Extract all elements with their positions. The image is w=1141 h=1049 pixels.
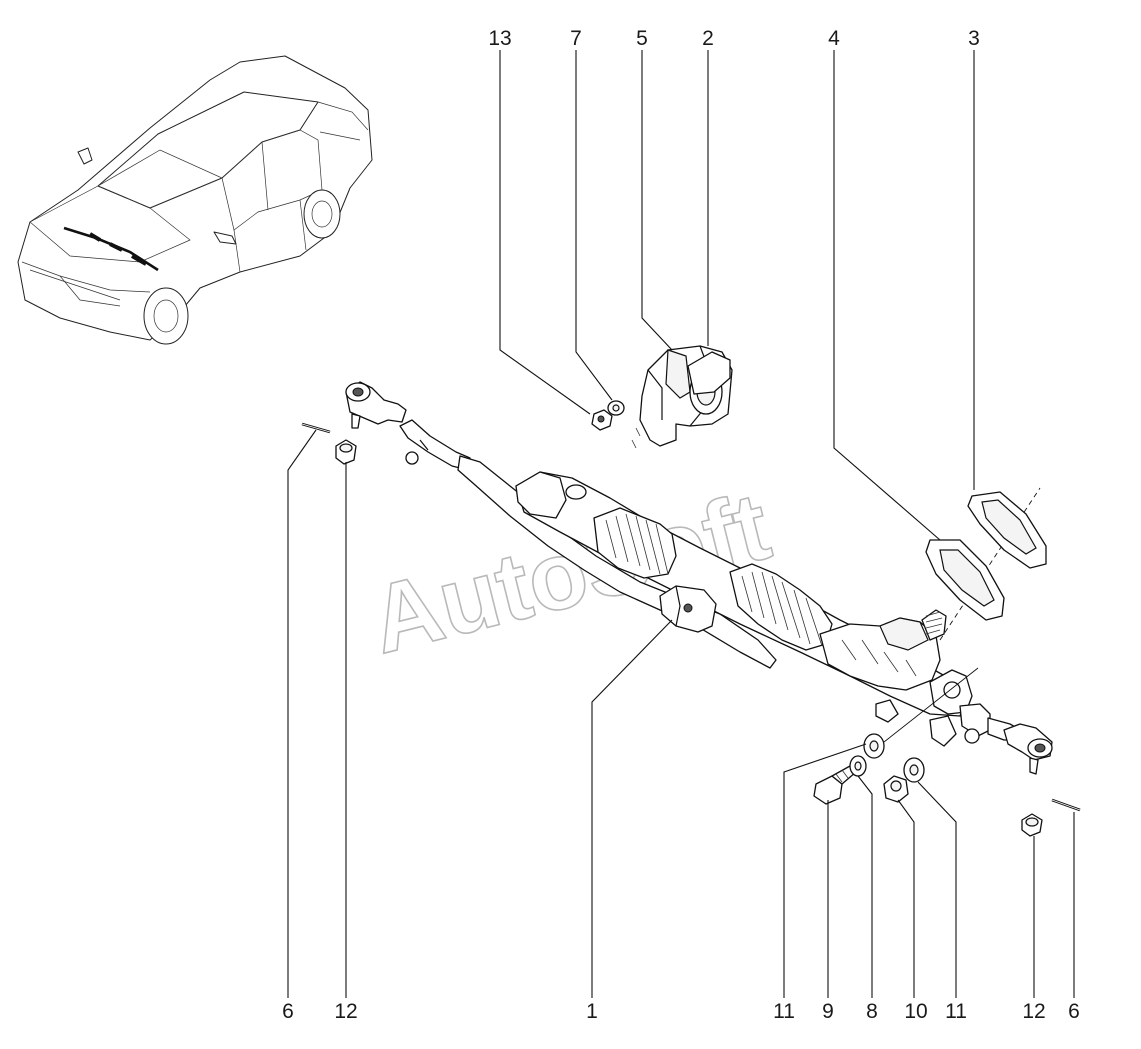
pinion-seal-part-3 <box>967 491 1047 569</box>
vehicle-locator-illustration <box>17 55 373 345</box>
callout-6-right: 6 <box>1068 1000 1080 1023</box>
washer-part-11-lower <box>903 757 925 783</box>
nut-part-13 <box>591 409 613 431</box>
callout-6-left: 6 <box>282 1000 294 1023</box>
washer-part-11-upper <box>863 733 885 759</box>
castle-nut-part-12-right <box>1021 813 1043 837</box>
leader-lines <box>287 50 1075 998</box>
callout-7: 7 <box>570 27 582 50</box>
washer-part-8 <box>849 755 867 777</box>
bushing-part-10 <box>883 775 909 803</box>
callout-numbers: 13 7 5 2 4 3 6 12 1 11 9 8 10 11 12 6 <box>282 27 1080 1023</box>
callout-1: 1 <box>586 1000 598 1023</box>
callout-9: 9 <box>822 1000 834 1023</box>
washer-part-7 <box>607 400 625 416</box>
callout-13: 13 <box>488 27 511 50</box>
callout-5: 5 <box>636 27 648 50</box>
callout-8: 8 <box>866 1000 878 1023</box>
callout-4: 4 <box>828 27 840 50</box>
bolt-part-9 <box>813 765 857 805</box>
callout-11-a: 11 <box>773 1000 795 1023</box>
cotter-pin-part-6-left <box>301 422 331 434</box>
callout-11-b: 11 <box>945 1000 967 1023</box>
pinion-seal-part-4 <box>925 539 1005 621</box>
callout-12-left: 12 <box>334 1000 357 1023</box>
callout-12-right: 12 <box>1022 1000 1045 1023</box>
callout-3: 3 <box>968 27 980 50</box>
rack-mount-bushing <box>687 351 731 395</box>
pinion-axis-line <box>883 487 1041 743</box>
steering-rack-assembly <box>345 381 1053 775</box>
cotter-pin-part-6-right <box>1051 798 1081 812</box>
castle-nut-part-12-left <box>335 439 357 465</box>
callout-10: 10 <box>904 1000 927 1023</box>
callout-2: 2 <box>702 27 714 50</box>
